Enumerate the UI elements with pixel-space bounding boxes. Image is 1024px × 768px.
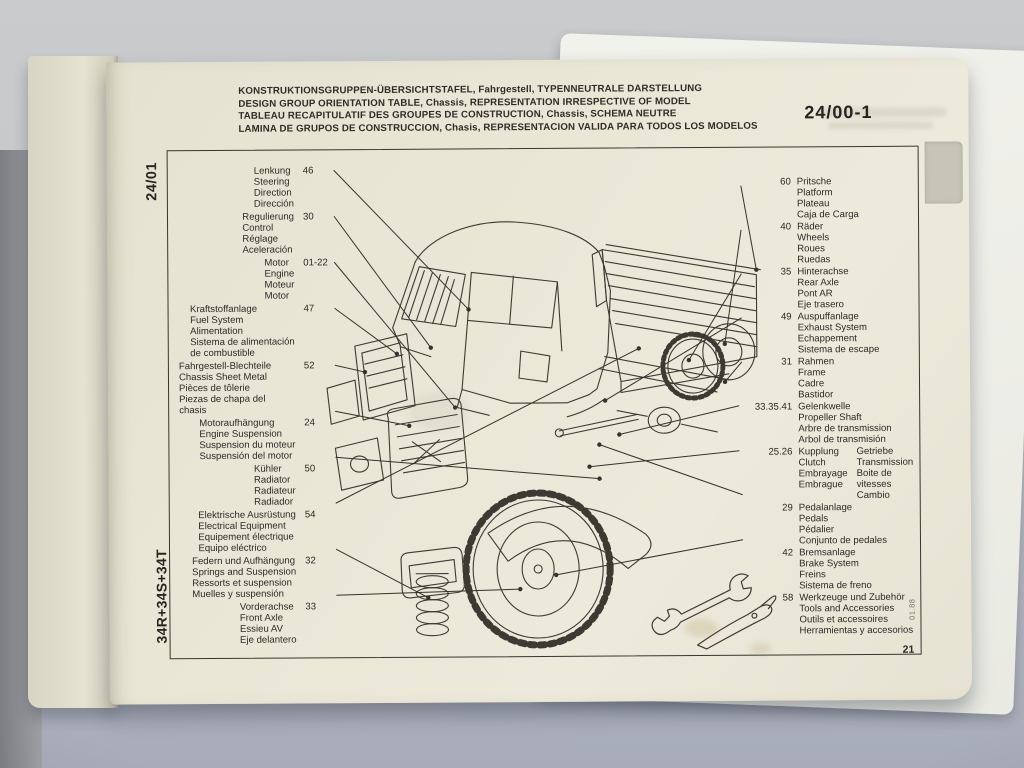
- index-tab: [924, 141, 963, 204]
- part-number: 31: [781, 356, 792, 368]
- leader-lines: [333, 169, 757, 599]
- part-number: 50: [304, 463, 316, 475]
- title-line-es: LAMINA DE GRUPOS DE CONSTRUCCION, Chasis…: [238, 120, 758, 135]
- part-number: 47: [303, 303, 315, 315]
- manual-page: KONSTRUKTIONSGRUPPEN-ÜBERSICHTSTAFEL, Fa…: [106, 57, 972, 705]
- page-number: 21: [902, 643, 915, 656]
- part-number: 24: [304, 417, 315, 429]
- page-stack-edge: [28, 56, 118, 708]
- part-number: 35: [780, 266, 792, 278]
- part-number: 40: [780, 221, 792, 233]
- part-number: 54: [304, 509, 316, 521]
- part-number: 42: [782, 547, 794, 559]
- part-number: 33: [305, 601, 317, 613]
- part-number: 30: [302, 211, 314, 223]
- truck-line-drawing: [326, 221, 761, 649]
- paper-stain: [749, 642, 772, 655]
- print-date-code: 01.88: [907, 598, 917, 620]
- leader-dots: [362, 267, 759, 600]
- part-number: 58: [782, 592, 794, 604]
- part-number: 32: [305, 555, 316, 567]
- print-bleed-through: [828, 121, 933, 130]
- part-number: 60: [780, 176, 791, 188]
- part-number: 46: [302, 165, 314, 177]
- part-number: 33.35.41: [754, 401, 793, 413]
- section-code-vertical: 24/01: [143, 161, 160, 201]
- part-number: 49: [780, 311, 792, 323]
- chassis-exploded-diagram: [326, 169, 777, 650]
- print-bleed-through: [818, 107, 947, 118]
- part-number: 52: [303, 360, 315, 372]
- part-number: 25.26: [768, 446, 793, 458]
- part-number: 29: [782, 502, 793, 514]
- wrench-and-pliers-icon: [651, 573, 777, 650]
- paper-stain: [684, 618, 719, 638]
- paper-stain: [408, 390, 469, 431]
- part-number: 01-22: [303, 257, 328, 269]
- page-title: KONSTRUKTIONSGRUPPEN-ÜBERSICHTSTAFEL, Fa…: [238, 82, 798, 136]
